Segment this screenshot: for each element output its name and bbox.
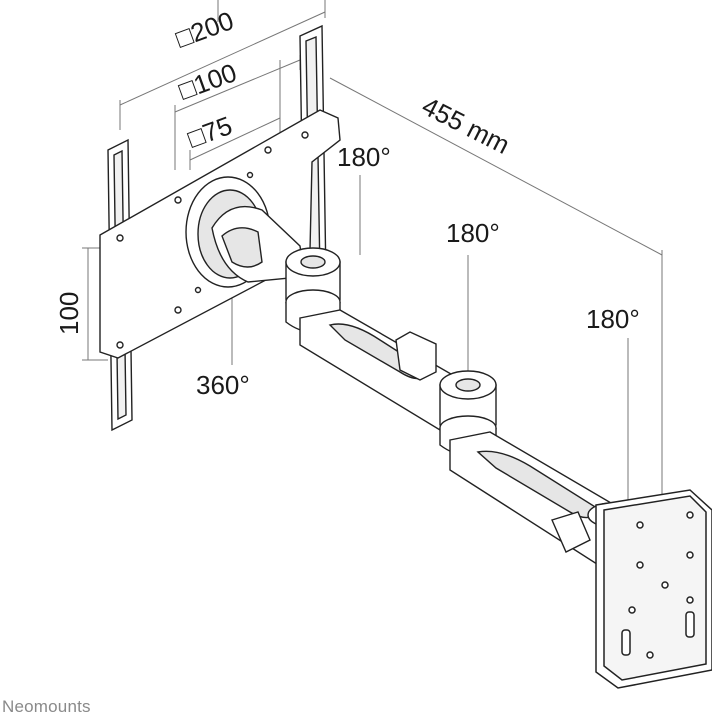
monitor-plate	[595, 489, 712, 689]
rotation-joint-1-label: 180°	[337, 142, 391, 172]
side-label: 100	[54, 292, 84, 335]
brand-logo-text: Neomounts	[2, 697, 91, 716]
rotation-joint-2-label: 180°	[446, 218, 500, 248]
rotation-wall-label: 360°	[196, 370, 250, 400]
vesa-label-200: □200	[172, 5, 238, 53]
arm-segment-1	[299, 309, 471, 431]
rotation-head-label: 180°	[586, 304, 640, 334]
vesa-label-75: □75	[184, 110, 236, 153]
wall-pivot	[185, 176, 302, 288]
arm-segment-2	[449, 431, 641, 567]
length-label: 455 mm	[417, 91, 514, 160]
